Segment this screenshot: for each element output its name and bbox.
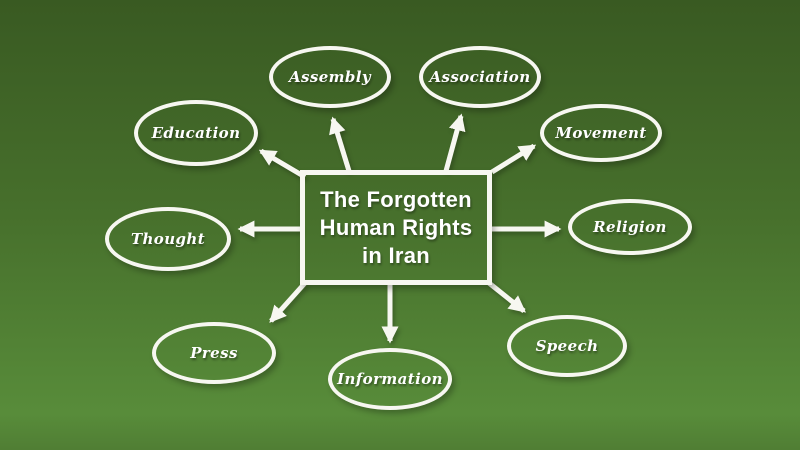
node-assembly-label: Assembly — [288, 68, 372, 86]
arrow-to-education — [258, 148, 307, 180]
node-information: Information — [328, 348, 452, 410]
center-concept-box: The Forgotten Human Rights in Iran — [300, 170, 492, 285]
node-movement-label: Movement — [555, 124, 647, 142]
center-title-line-1: The Forgotten — [320, 186, 472, 212]
node-movement: Movement — [540, 104, 662, 162]
arrow-to-press — [269, 281, 307, 323]
center-title-line-3: in Iran — [361, 242, 431, 268]
node-speech: Speech — [507, 315, 627, 377]
arrow-to-speech — [487, 281, 526, 313]
node-education: Education — [134, 100, 258, 166]
node-association-label: Association — [429, 68, 531, 86]
node-association: Association — [419, 46, 541, 108]
node-thought-label: Thought — [130, 230, 206, 248]
node-education-label: Education — [151, 124, 241, 142]
arrow-to-association — [443, 113, 466, 172]
center-title-line-2: Human Rights — [319, 214, 473, 240]
node-press-label: Press — [190, 344, 238, 362]
node-speech-label: Speech — [535, 337, 599, 355]
node-assembly: Assembly — [269, 46, 391, 108]
node-information-label: Information — [337, 370, 443, 388]
node-religion-label: Religion — [593, 218, 667, 236]
node-thought: Thought — [105, 207, 231, 271]
node-press: Press — [152, 322, 276, 384]
node-religion: Religion — [568, 199, 692, 255]
arrow-to-movement — [490, 143, 537, 175]
arrow-to-assembly — [329, 116, 352, 172]
